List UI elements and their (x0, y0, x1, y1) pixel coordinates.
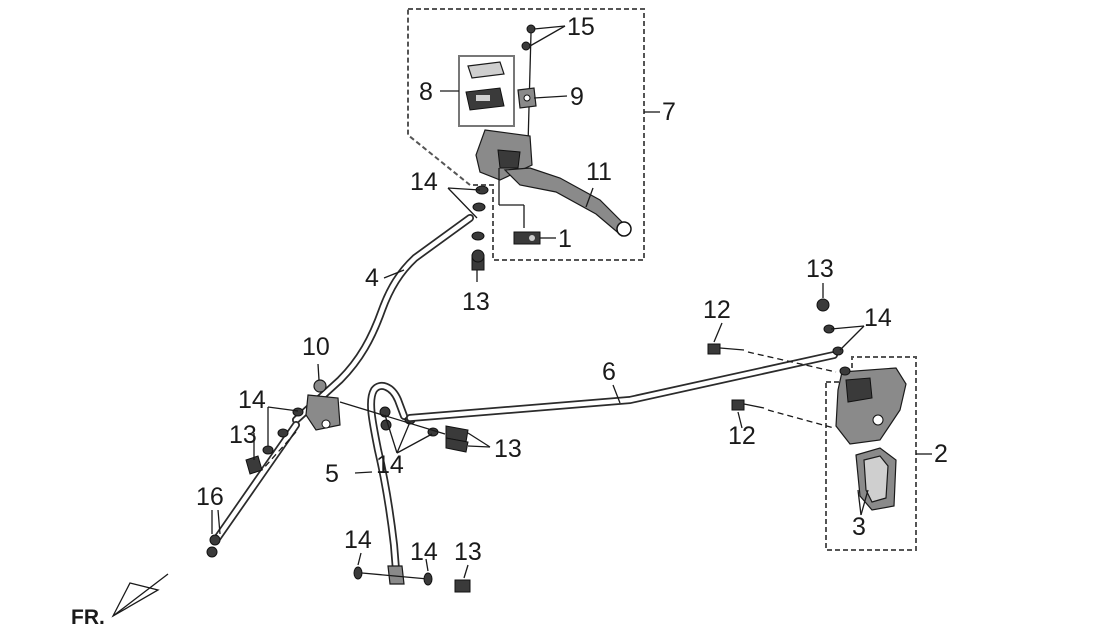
callout-14: 14 (864, 304, 892, 332)
callout-8: 8 (419, 78, 433, 106)
callout-12: 12 (728, 422, 756, 450)
master-cylinder-assembly-box (407, 8, 645, 261)
callout-14: 14 (410, 538, 438, 566)
callout-10: 10 (302, 333, 330, 361)
callout-15: 15 (567, 13, 595, 41)
callout-13: 13 (229, 421, 257, 449)
reservoir-cap-inset (458, 55, 515, 127)
master-cylinder-body (475, 129, 533, 228)
brake-hose-5 (367, 381, 408, 585)
callout-12: 12 (703, 296, 731, 324)
callout-13: 13 (494, 435, 522, 463)
brake-pads (855, 447, 897, 511)
bottom-banjo-stack (353, 566, 471, 593)
front-direction-indicator: FR. (71, 573, 169, 629)
callout-13: 13 (462, 288, 490, 316)
callout-13: 13 (454, 538, 482, 566)
callout-16: 16 (196, 483, 224, 511)
three-way-joint (305, 379, 341, 431)
callout-14: 14 (238, 386, 266, 414)
callout-1: 1 (558, 225, 572, 253)
brake-caliper (835, 367, 907, 445)
brake-hose-4 (292, 214, 474, 424)
callout-13: 13 (806, 255, 834, 283)
leader-lines (211, 25, 932, 579)
left-banjo-stack (245, 407, 304, 475)
clamp-bolt (521, 24, 536, 146)
brake-lever (503, 167, 632, 237)
master-banjo-stack (471, 185, 489, 271)
callout-7: 7 (662, 98, 676, 126)
callout-11: 11 (586, 158, 612, 186)
brake-switch (513, 231, 541, 245)
caliper-banjo-stack (816, 298, 851, 376)
callout-14: 14 (376, 451, 404, 479)
callout-2: 2 (934, 440, 948, 468)
callout-5: 5 (325, 460, 339, 488)
callout-14: 14 (344, 526, 372, 554)
brake-hose-6 (406, 351, 838, 422)
front-label: FR. (71, 606, 105, 629)
callout-14: 14 (410, 168, 438, 196)
callout-4: 4 (365, 264, 379, 292)
brake-hose-lower-left (206, 421, 300, 558)
caliper-bolts (707, 343, 837, 429)
callout-labels: 15 8 9 7 11 14 1 13 4 10 14 13 5 14 13 6… (196, 13, 948, 566)
callout-6: 6 (602, 358, 616, 386)
handlebar-clamp (517, 87, 537, 109)
callout-9: 9 (570, 83, 584, 111)
callout-3: 3 (852, 513, 866, 541)
